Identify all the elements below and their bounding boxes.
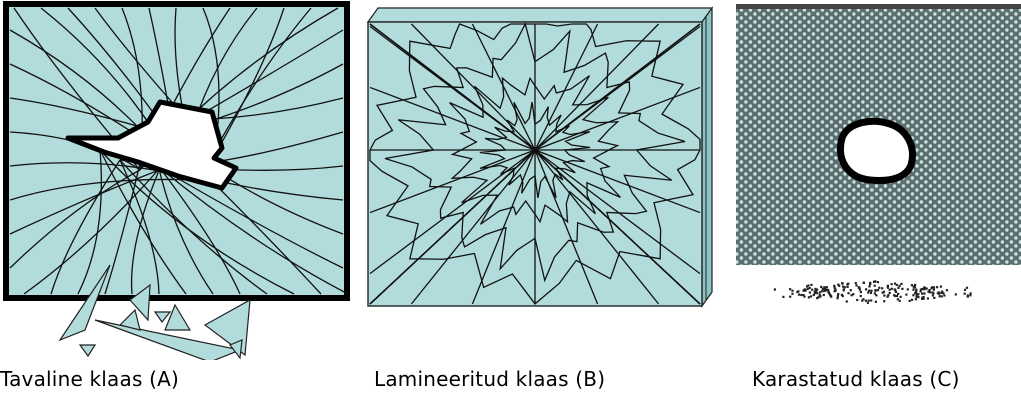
impact-hole-c bbox=[837, 117, 916, 184]
pane-top-edge-c bbox=[736, 4, 1021, 9]
ordinary-glass-illustration bbox=[0, 0, 360, 360]
glass-shards-a bbox=[58, 264, 251, 360]
caption-tempered-glass: Karastatud klaas (C) bbox=[752, 367, 960, 391]
tempered-glass-illustration bbox=[730, 0, 1021, 360]
impact-hole-a bbox=[65, 99, 239, 191]
laminated-glass-illustration bbox=[360, 0, 720, 360]
pane-edge-top-b bbox=[366, 7, 714, 23]
pane-edge-side-b bbox=[701, 6, 713, 308]
crack-web-b bbox=[369, 22, 701, 305]
caption-ordinary-glass: Tavaline klaas (A) bbox=[0, 367, 180, 391]
caption-laminated-glass: Lamineeritud klaas (B) bbox=[374, 367, 606, 391]
fallen-fragments-c bbox=[773, 280, 972, 304]
